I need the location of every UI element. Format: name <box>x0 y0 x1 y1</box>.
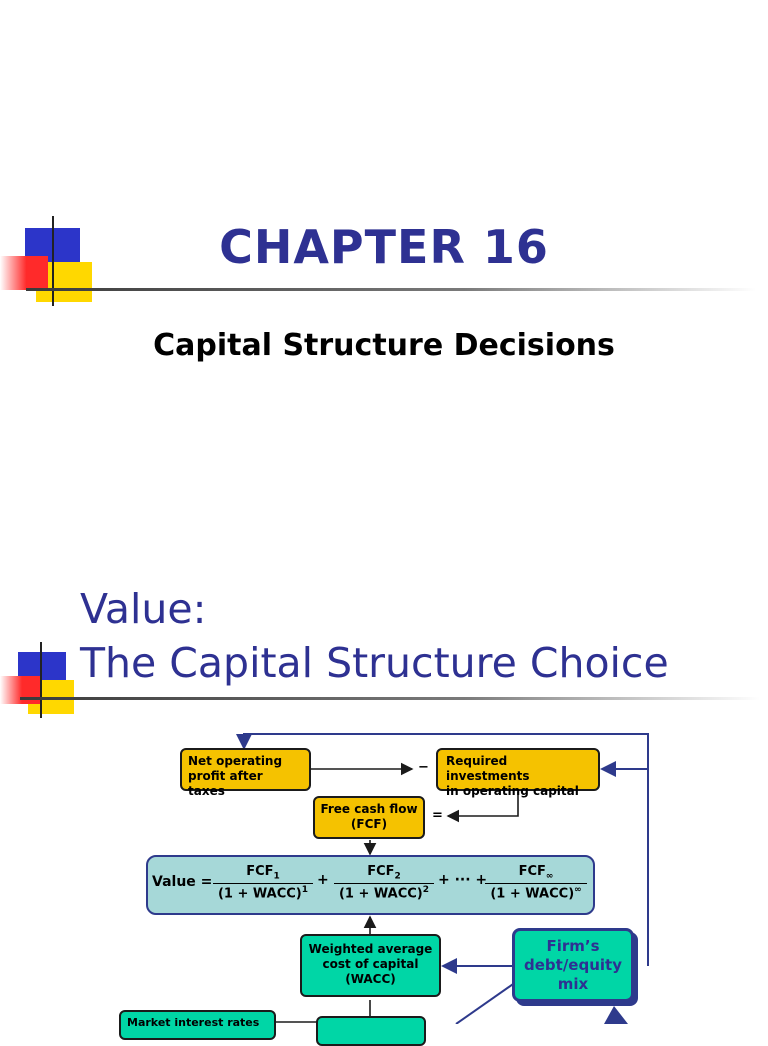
arrow-required-equals <box>446 792 519 823</box>
slide2-rule <box>20 697 760 700</box>
term3-den: (1 + WACC) <box>490 885 575 901</box>
equals-sign: = <box>432 808 443 823</box>
required-line2: in operating capital <box>446 784 579 798</box>
diagram-arrows <box>236 733 649 1024</box>
firm-mix-box: Firm’s debt/equity mix <box>512 928 634 1002</box>
market-rates-box: Market interest rates <box>119 1010 276 1040</box>
formula-ellipsis: + ··· + <box>438 872 488 888</box>
value-lead: Value = <box>152 874 213 890</box>
term1-den: (1 + WACC) <box>217 885 302 901</box>
minus-sign: − <box>418 760 429 775</box>
wacc-line3: (WACC) <box>345 972 396 986</box>
fcf-line2: (FCF) <box>350 817 388 831</box>
fcf-line1: Free cash flow <box>320 802 418 816</box>
firm-line2: debt/equity <box>524 956 622 974</box>
term2-num: FCF <box>367 864 395 879</box>
chapter-subtitle: Capital Structure Decisions <box>153 328 615 363</box>
term1-den-sup: 1 <box>301 884 309 895</box>
wacc-line1: Weighted average <box>308 942 433 956</box>
arrow-firm-diagonal <box>455 981 517 1024</box>
term2-den-sup: 2 <box>422 884 430 895</box>
wacc-box: Weighted average cost of capital (WACC) <box>300 934 441 997</box>
required-line1: Required investments <box>446 754 530 783</box>
slide1-rule <box>26 288 756 291</box>
decor-vertical-line <box>52 216 54 306</box>
chapter-title: CHAPTER 16 <box>219 220 549 274</box>
nopat-line2: profit after taxes <box>188 769 263 798</box>
decor-vertical-line-2 <box>40 642 42 718</box>
term3-num-sub: ∞ <box>545 871 554 882</box>
slide2-title-line1: Value: <box>80 585 207 633</box>
arrow-loop-top <box>236 733 649 966</box>
formula-term-1: FCF1 (1 + WACC)1 <box>213 864 313 901</box>
decor-red-square <box>0 256 48 290</box>
formula-plus: + <box>317 872 329 888</box>
wacc-line2: cost of capital <box>322 957 419 971</box>
value-formula-box <box>146 855 595 915</box>
nopat-line1: Net operating <box>188 754 283 768</box>
slide2-title: Value: The Capital Structure Choice <box>80 582 669 690</box>
slide2-title-line2: The Capital Structure Choice <box>80 639 669 687</box>
term1-num-sub: 1 <box>273 871 280 882</box>
term1-num: FCF <box>246 864 274 879</box>
formula-term-2: FCF2 (1 + WACC)2 <box>334 864 434 901</box>
lower-cutoff-box <box>316 1016 426 1046</box>
fcf-box: Free cash flow (FCF) <box>313 796 425 839</box>
firm-line3: mix <box>557 975 589 993</box>
firm-line1: Firm’s <box>546 937 600 955</box>
market-rates-label: Market interest rates <box>127 1016 260 1029</box>
term3-den-sup: ∞ <box>574 884 582 895</box>
term2-den: (1 + WACC) <box>338 885 423 901</box>
term3-num: FCF <box>518 864 546 879</box>
required-investments-box: Required investments in operating capita… <box>436 748 600 798</box>
nopat-box: Net operating profit after taxes <box>180 748 311 798</box>
formula-term-3: FCF∞ (1 + WACC)∞ <box>485 864 587 901</box>
term2-num-sub: 2 <box>394 871 401 882</box>
triangle-shape <box>604 1006 628 1024</box>
